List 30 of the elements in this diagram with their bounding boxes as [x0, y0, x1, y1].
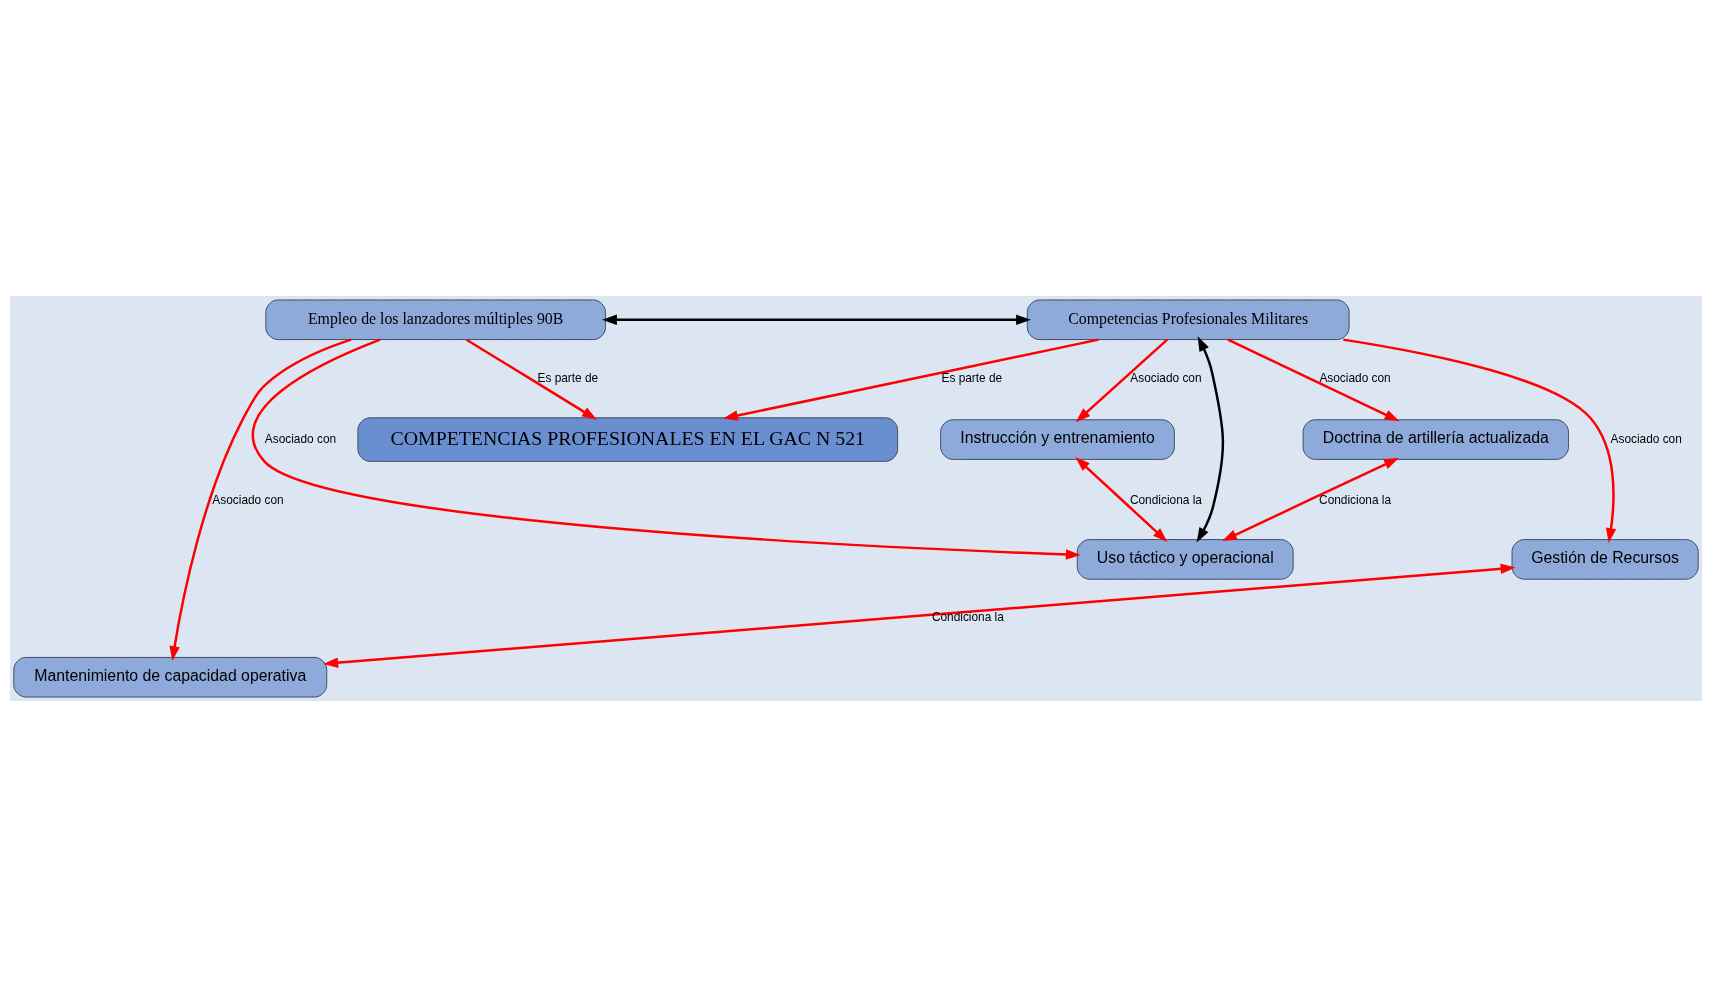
edge-label: Asociado con — [264, 431, 337, 446]
arrow — [1222, 457, 1399, 542]
arrow — [1196, 336, 1225, 543]
arrow — [602, 314, 1031, 325]
arrow — [169, 338, 352, 662]
node-box: Uso táctico y operacional — [1076, 539, 1294, 580]
arrow — [465, 338, 597, 420]
edge-label: Condiciona la — [931, 610, 1004, 625]
node-box: Mantenimiento de capacidad operativa — [13, 656, 328, 698]
node-box: COMPETENCIAS PROFESIONALES EN EL GAC N 521 — [357, 417, 899, 462]
node-box: Empleo de los lanzadores múltiples 90B — [265, 299, 606, 341]
edge-label: Asociado con — [1130, 370, 1202, 385]
edge-label: Asociado con — [1610, 431, 1682, 446]
arrow — [1343, 338, 1617, 544]
edge-label: Asociado con — [1319, 370, 1391, 385]
node-box: Instrucción y entrenamiento — [940, 419, 1175, 460]
arrow — [723, 338, 1099, 421]
node-box: Competencias Profesionales Militares — [1026, 299, 1350, 341]
node-box: Doctrina de artillería actualizada — [1302, 419, 1569, 460]
arrow — [252, 338, 1081, 560]
arrow — [1227, 338, 1400, 422]
edge-label: Asociado con — [212, 492, 284, 507]
edge-label: Es parte de — [941, 370, 1003, 385]
node-box: Gestión de Recursos — [1511, 539, 1699, 580]
edge-label: Es parte de — [537, 370, 599, 385]
arrow — [1075, 456, 1168, 543]
arrow — [1075, 338, 1169, 423]
arrow — [323, 563, 1516, 668]
edge-label: Condiciona la — [1319, 492, 1392, 507]
edge-label: Condiciona la — [1129, 492, 1202, 507]
